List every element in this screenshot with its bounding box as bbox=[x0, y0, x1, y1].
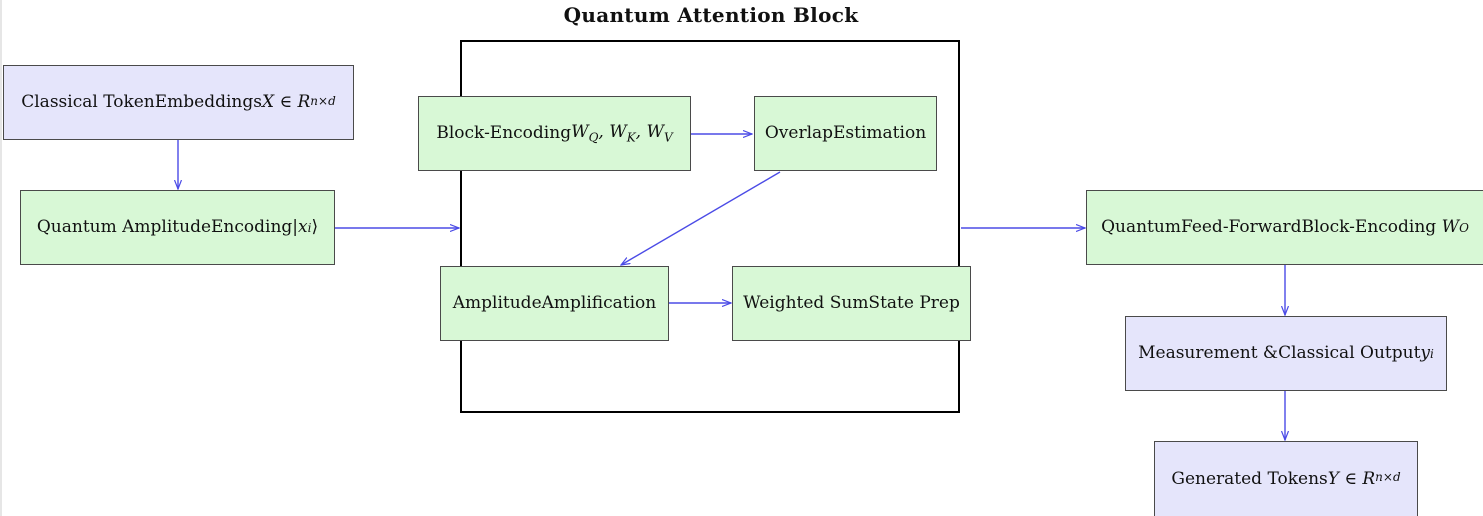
quantum-feed-forward-sub: O bbox=[1459, 220, 1469, 235]
weighted-sum-state-prep-label: Weighted SumState Prep bbox=[743, 293, 960, 313]
overlap-estimation-label: OverlapEstimation bbox=[764, 123, 927, 143]
measurement-classical-output-sub: i bbox=[1430, 346, 1434, 361]
generated-tokens-var: Y ∈ R bbox=[1327, 468, 1376, 489]
diagram-title: Quantum Attention Block bbox=[563, 3, 859, 27]
amplitude-amplification-node: AmplitudeAmplification bbox=[440, 266, 669, 341]
amplitude-amplification-label: AmplitudeAmplification bbox=[452, 293, 657, 313]
generated-tokens-sup: n×d bbox=[1375, 470, 1401, 484]
classical-token-embeddings-var: X ∈ R bbox=[262, 92, 311, 112]
block-encoding-label: Block-Encoding bbox=[436, 123, 572, 143]
quantum-feed-forward-var: W bbox=[1441, 217, 1460, 237]
quantum-amplitude-encoding-label: Quantum AmplitudeEncoding bbox=[36, 217, 293, 237]
weighted-sum-state-prep-node: Weighted SumState Prep bbox=[732, 266, 971, 341]
quantum-attention-block-frame bbox=[460, 40, 960, 413]
classical-token-embeddings-sup: n×d bbox=[310, 93, 336, 108]
overlap-estimation-node: OverlapEstimation bbox=[754, 96, 937, 171]
left-edge-line bbox=[0, 0, 2, 516]
quantum-feed-forward-label: QuantumFeed-ForwardBlock-Encoding bbox=[1101, 217, 1442, 237]
quantum-amplitude-encoding-var: |x bbox=[292, 217, 308, 237]
block-encoding-math: WQ, WK, WV bbox=[571, 121, 673, 145]
measurement-classical-output-label: Measurement &Classical Output bbox=[1138, 343, 1421, 363]
classical-token-embeddings-label: Classical TokenEmbeddings bbox=[21, 92, 262, 112]
measurement-classical-output-var: y bbox=[1420, 343, 1431, 363]
edge-overlap-to-amplification bbox=[621, 171, 781, 265]
quantum-amplitude-encoding-sub: i bbox=[307, 220, 312, 235]
quantum-amplitude-encoding-close: ⟩ bbox=[311, 217, 319, 237]
generated-tokens-label: Generated Tokens bbox=[1171, 468, 1328, 489]
